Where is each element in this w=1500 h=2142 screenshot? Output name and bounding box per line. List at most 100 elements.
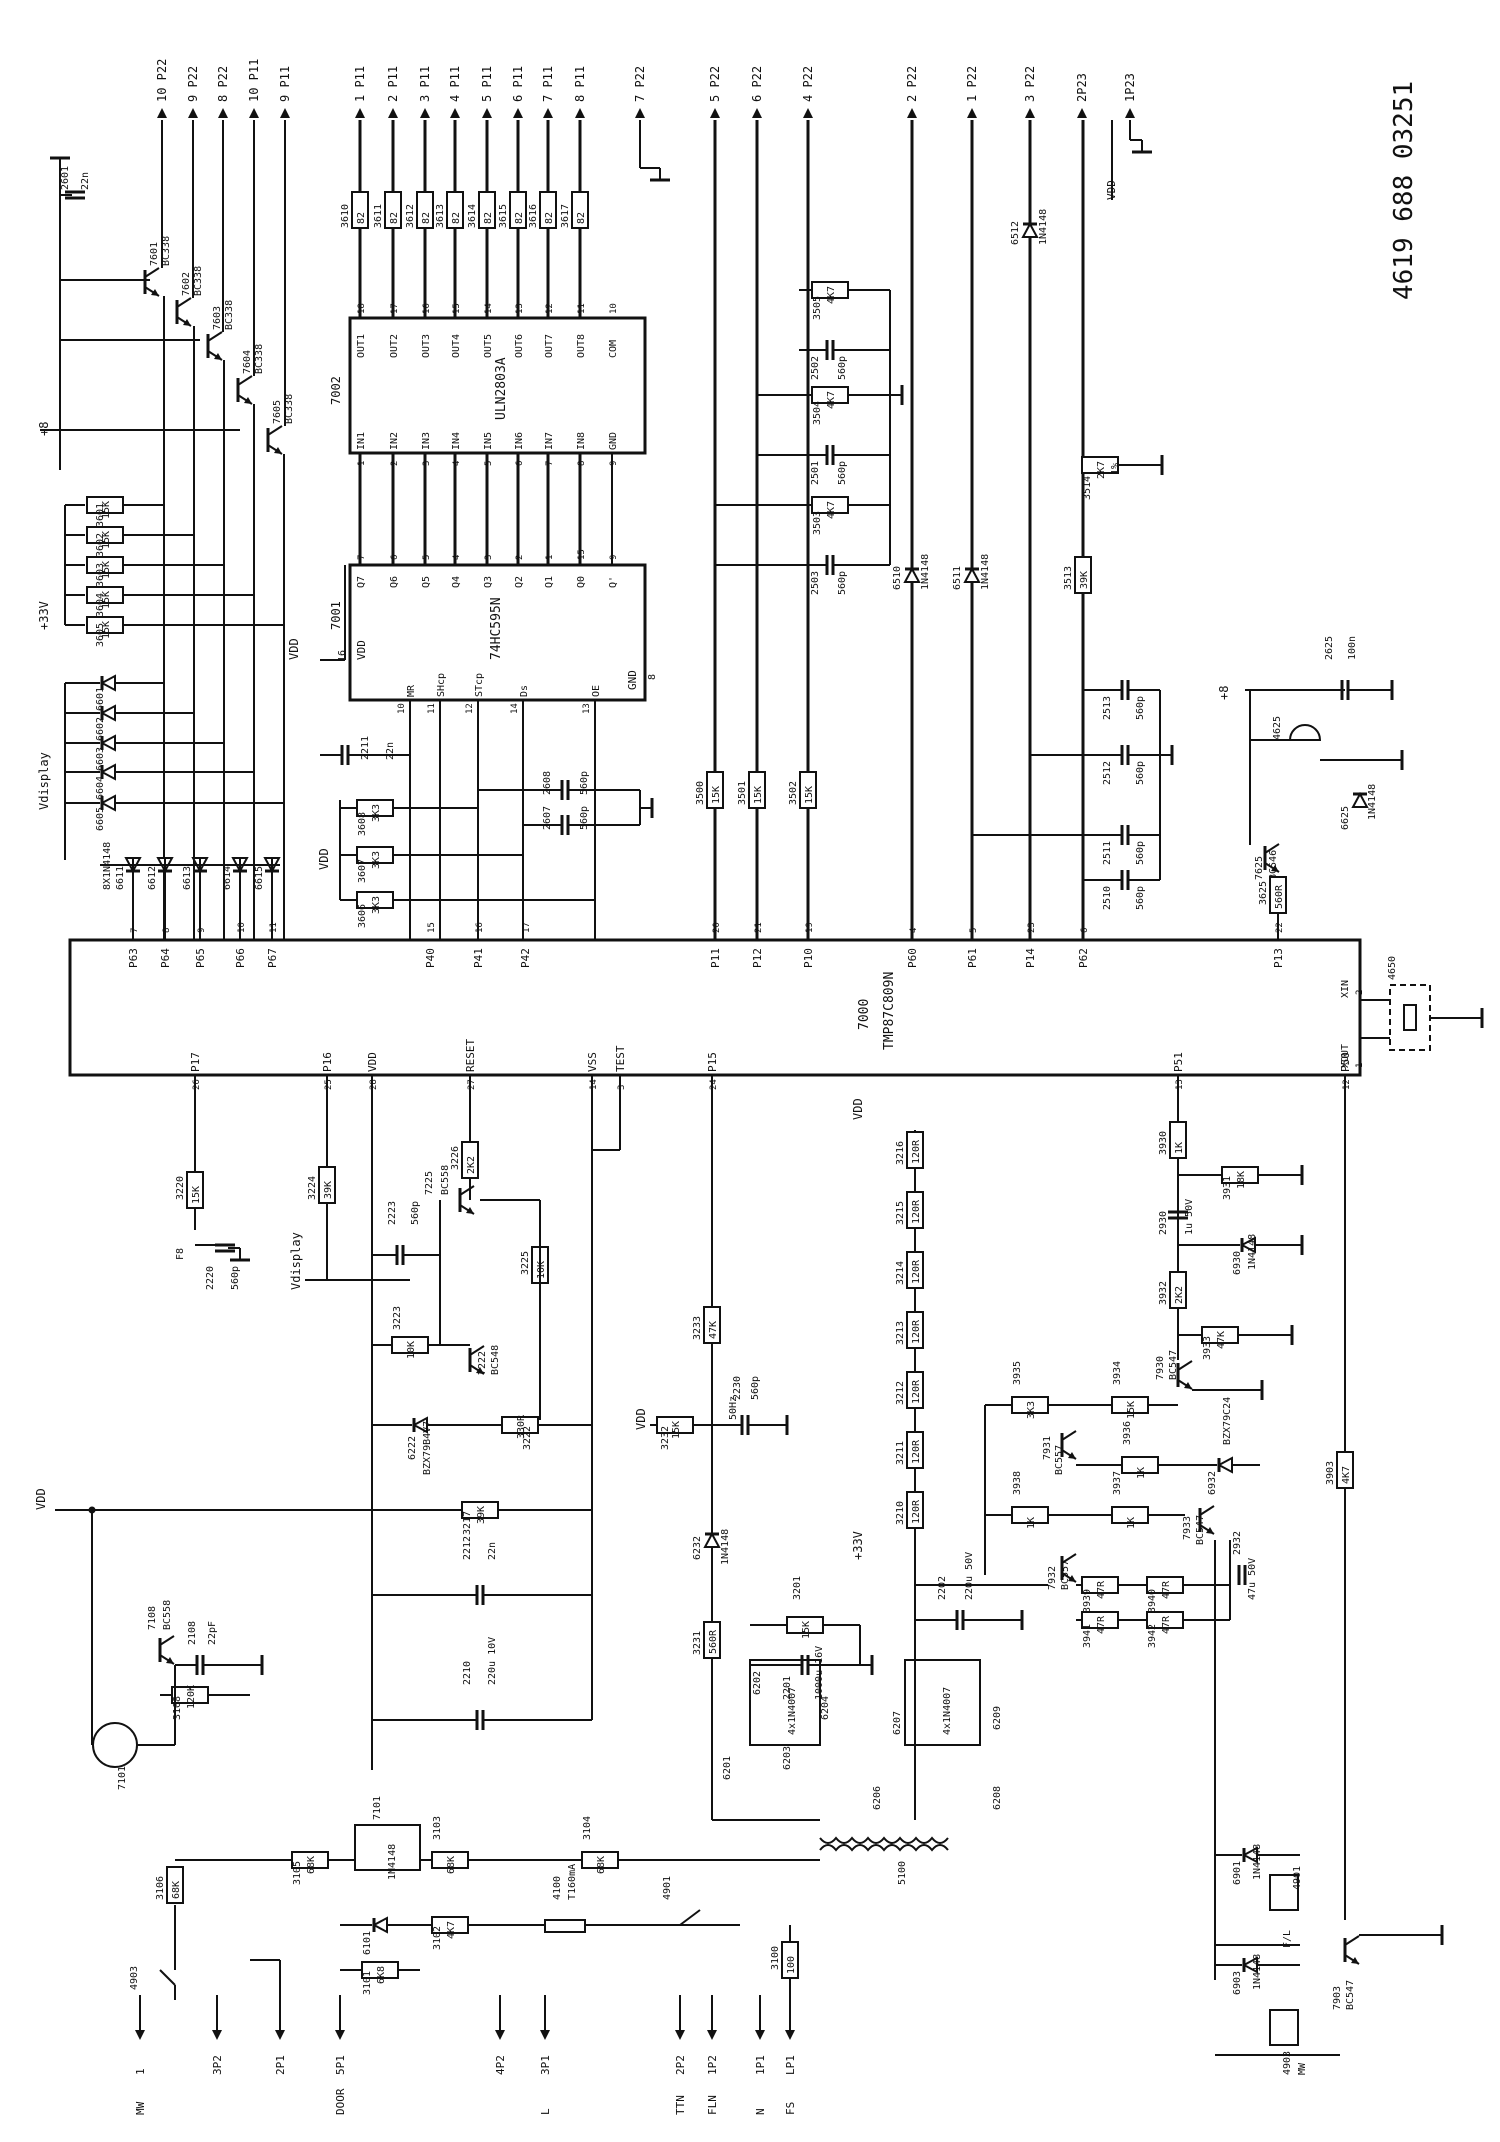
resistor-value: 560R	[708, 1629, 719, 1654]
resistor-value: 39K	[323, 1181, 334, 1199]
ir-receiver-ref: 7101	[117, 1766, 128, 1790]
resistor-value: 4K7	[1341, 1466, 1352, 1484]
resistor-ref: 3210	[895, 1501, 906, 1525]
main-pin-name: P13	[1272, 948, 1285, 968]
resistor-value: 68K	[171, 1881, 182, 1899]
transistor-7932	[1068, 1575, 1076, 1582]
diode-ref: 6612	[147, 866, 158, 890]
resistor-value: 4K7	[446, 1921, 457, 1939]
resistor-ref: 3220	[175, 1176, 186, 1200]
resistor-value: 15K	[753, 786, 764, 804]
resistor-value: 68K	[446, 1856, 457, 1874]
transistor-ref: 7625	[1254, 856, 1265, 880]
transistor-ref: 7222	[477, 1351, 488, 1375]
cap-ref: 2223	[387, 1201, 398, 1225]
resistor-ref: 3936	[1122, 1421, 1133, 1445]
main-pin-number: 13	[1175, 1079, 1185, 1090]
wire	[159, 1969, 176, 1986]
wire	[267, 425, 283, 436]
top-connector-label: 6 P11	[511, 66, 525, 102]
bottom-connector-pin: 5P1	[334, 2055, 347, 2075]
resistor-3226	[461, 1141, 479, 1179]
relay-label: MW	[1297, 2062, 1308, 2075]
top-connector-label: 1P23	[1123, 73, 1137, 102]
bottom-connector-name: FLN	[706, 2095, 719, 2115]
test-point-f8: F8	[175, 1248, 186, 1260]
relay-4901	[1269, 1874, 1299, 1911]
relay-label: F/L	[1282, 1930, 1293, 1948]
diode-6101	[371, 1916, 388, 1934]
bottom-connector-pin: 1	[134, 2068, 147, 2075]
resistor-value: 120R	[911, 1499, 922, 1524]
resistor-value: 120R	[911, 1439, 922, 1464]
buzzer-4625	[1288, 724, 1322, 741]
cap-ref: 2510	[1102, 886, 1113, 910]
transistor-7603	[214, 353, 222, 360]
resistor-ref: 3505	[812, 296, 823, 320]
resistor-value: 100	[786, 1956, 797, 1974]
main-pin-number: 8	[162, 928, 172, 933]
transformer-ref: 5100	[897, 1861, 908, 1885]
transistor-7108	[166, 1657, 174, 1664]
resistor-ref: 3614	[467, 204, 478, 228]
diode-ref: 6602	[95, 717, 106, 741]
fuse-value: T160mA	[567, 1864, 578, 1900]
connector-arrow	[540, 2030, 550, 2040]
main-pin-number: 28	[369, 1079, 379, 1090]
cap-val: 560p	[410, 1201, 421, 1225]
diode-ref: 6203	[782, 1746, 793, 1770]
resistor-ref: 3941	[1082, 1624, 1093, 1648]
switch-ref: 4903	[129, 1966, 140, 1990]
transistor-ref: 7601	[149, 242, 160, 266]
ic7001-pin-number: 13	[582, 703, 592, 714]
ic7001-pin-label: SHcp	[436, 673, 447, 697]
resistor-ref: 3608	[357, 812, 368, 836]
resistor-value: 47R	[1096, 1580, 1107, 1599]
diode-ref: 6625	[1340, 806, 1351, 830]
supply-plus33: +33V	[37, 601, 51, 630]
ic7002-out-label: OUT5	[483, 334, 494, 358]
resistor-value: 1K	[1126, 1517, 1137, 1529]
cap-ref: 2512	[1102, 761, 1113, 785]
ic7001-pin-label: STcp	[474, 673, 485, 697]
supply-plus8: +8	[37, 422, 51, 436]
top-connector-label: 4 P11	[448, 66, 462, 102]
resistor-value: 68K	[596, 1856, 607, 1874]
connector-arrow	[450, 108, 460, 118]
resistor-value: 15K	[101, 531, 112, 549]
wire	[176, 297, 192, 308]
cap-val: 100n	[1347, 636, 1358, 660]
diode-ref: 6605	[95, 807, 106, 831]
resistor-ref: 3233	[692, 1316, 703, 1340]
ic7002-pin-number: 8	[577, 461, 587, 466]
resistor-ref: 3610	[340, 204, 351, 228]
diode-ref: 6101	[362, 1931, 373, 1955]
resistor-value: 4K7	[826, 391, 837, 409]
resistor-value: 82	[451, 212, 462, 224]
resistor-3932	[1169, 1271, 1187, 1309]
main-pin-number: 2	[1355, 990, 1365, 995]
transistor-7602	[183, 319, 191, 326]
cap-ref: 2607	[542, 806, 553, 830]
cap-val: 22pF	[207, 1621, 218, 1645]
transistor-part: BC557	[1060, 1560, 1071, 1590]
resistor-ref: 3502	[788, 781, 799, 805]
transistor-ref: 7903	[1332, 1986, 1343, 2010]
resistor-value: 15K	[191, 1186, 202, 1204]
cap-ref: 2220	[205, 1266, 216, 1290]
cap-val: 560p	[837, 461, 848, 485]
resistor-3616	[539, 191, 557, 229]
top-connector-label: 1 P22	[965, 66, 979, 102]
connector-arrow	[907, 108, 917, 118]
diode-part: BZX79B4V7	[422, 1421, 433, 1475]
connector-arrow	[803, 108, 813, 118]
wire	[144, 267, 160, 278]
diode-ref: 6930	[1232, 1251, 1243, 1275]
resistor-ref: 3213	[895, 1321, 906, 1345]
resistor-ref: 3224	[307, 1176, 318, 1200]
cap-ref: 2511	[1102, 841, 1113, 865]
resistor-value: 15K	[804, 786, 815, 804]
